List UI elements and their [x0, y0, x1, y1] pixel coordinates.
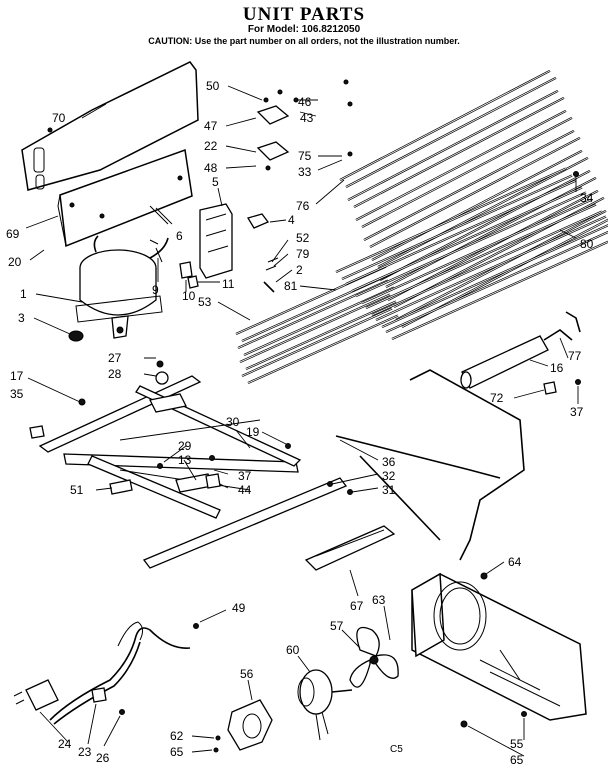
- model-number: For Model: 106.8212050: [247, 24, 361, 35]
- callout-27: 27: [108, 351, 122, 365]
- callout-5: 5: [212, 175, 219, 189]
- callout-55: 55: [510, 737, 524, 751]
- callout-2: 2: [296, 263, 303, 277]
- callout-28: 28: [108, 367, 122, 381]
- callout-labels: 70 69 20 1 3 17 35 27 28 50 46 47 43 22 …: [6, 79, 594, 767]
- callout-37-b: 37: [238, 469, 252, 483]
- callout-19: 19: [246, 425, 260, 439]
- fan-shroud: [411, 572, 587, 728]
- condenser-tube-row: [235, 266, 399, 384]
- condenser-coil: [235, 167, 608, 385]
- callout-35: 35: [10, 387, 24, 401]
- callout-69: 69: [6, 227, 20, 241]
- callout-79: 79: [296, 247, 310, 261]
- callout-60: 60: [286, 643, 300, 657]
- overload-cover: [247, 213, 270, 229]
- callout-30: 30: [226, 415, 240, 429]
- callout-23: 23: [78, 745, 92, 759]
- callout-47: 47: [204, 119, 218, 133]
- callout-44: 44: [238, 483, 252, 497]
- evaporator-tube-row: [339, 69, 608, 328]
- compressor: [75, 235, 169, 339]
- callout-46: 46: [298, 95, 312, 109]
- callout-11: 11: [222, 277, 235, 291]
- fan-bracket: [304, 525, 396, 571]
- callout-62: 62: [170, 729, 184, 743]
- callout-1: 1: [20, 287, 27, 301]
- callout-36: 36: [382, 455, 396, 469]
- callout-52: 52: [296, 231, 310, 245]
- callout-31: 31: [382, 483, 396, 497]
- callout-20: 20: [8, 255, 22, 269]
- grommet: [68, 330, 84, 342]
- callout-76: 76: [296, 199, 310, 213]
- callout-34: 34: [580, 191, 594, 205]
- fan-blade: [349, 626, 399, 688]
- callout-75: 75: [298, 149, 312, 163]
- callout-56: 56: [240, 667, 254, 681]
- callout-22: 22: [204, 139, 218, 153]
- callout-3: 3: [18, 311, 25, 325]
- callout-13: 13: [178, 453, 192, 467]
- power-cord: [13, 621, 199, 725]
- callout-43: 43: [300, 111, 314, 125]
- callout-67: 67: [350, 599, 364, 613]
- filter-drier: [460, 171, 581, 395]
- base-frame: [29, 360, 353, 569]
- callout-6: 6: [176, 229, 183, 243]
- back-panel: [21, 61, 199, 248]
- callout-64: 64: [508, 555, 522, 569]
- callout-72: 72: [490, 391, 504, 405]
- callout-10: 10: [182, 289, 196, 303]
- callout-24: 24: [58, 737, 72, 751]
- callout-17: 17: [10, 369, 24, 383]
- motor-mount: [213, 699, 273, 753]
- callout-9: 9: [152, 283, 159, 297]
- condenser-tube-row: [235, 265, 399, 385]
- evaporator-tube-row: [339, 70, 608, 328]
- small-parts-left: [149, 205, 279, 293]
- condenser-tube-row: [335, 168, 608, 340]
- callout-65: 65: [170, 745, 184, 759]
- callout-33: 33: [298, 165, 312, 179]
- callout-63: 63: [372, 593, 386, 607]
- callout-65-b: 65: [510, 753, 524, 767]
- caution-note: CAUTION: Use the part number on all orde…: [148, 36, 460, 46]
- callout-37: 37: [570, 405, 584, 419]
- callout-16: 16: [550, 361, 564, 375]
- mounting-brackets: [256, 79, 353, 171]
- callout-48: 48: [204, 161, 218, 175]
- callout-77: 77: [568, 349, 582, 363]
- callout-50: 50: [206, 79, 220, 93]
- leader-lines: [25, 85, 579, 757]
- callout-4: 4: [288, 213, 295, 227]
- fan-motor: [297, 669, 353, 741]
- callout-70: 70: [52, 111, 66, 125]
- page-title: UNIT PARTS: [242, 4, 366, 25]
- callout-29: 29: [178, 439, 192, 453]
- callout-51: 51: [70, 483, 84, 497]
- callout-49: 49: [232, 601, 246, 615]
- evaporator-coil: [339, 69, 608, 328]
- refrigerant-tubing: [335, 369, 525, 561]
- callout-57: 57: [330, 619, 344, 633]
- relay-box: [199, 203, 233, 279]
- corner-code: C5: [390, 744, 403, 755]
- callout-53: 53: [198, 295, 212, 309]
- callout-32: 32: [382, 469, 396, 483]
- callout-80: 80: [580, 237, 594, 251]
- callout-81: 81: [284, 279, 298, 293]
- callout-26: 26: [96, 751, 110, 765]
